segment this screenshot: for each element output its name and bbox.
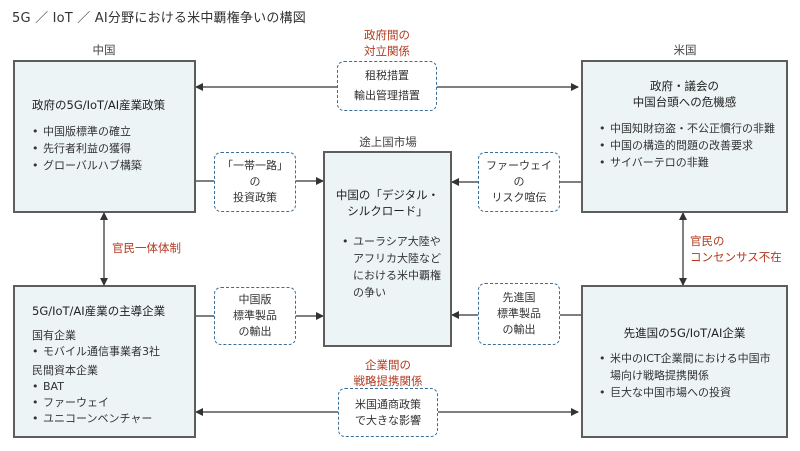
- us-gov-title-line: 中国台頭への危機感: [632, 95, 737, 109]
- bullet: サイバーテロの非難: [599, 154, 779, 171]
- label-us: 米国: [673, 43, 697, 57]
- center-title-line: シルクロード」: [347, 204, 428, 218]
- us-corp-bullets: 米中のICT企業間における中国市場向け戦略提携関係 巨大な中国市場への投資: [599, 350, 779, 401]
- connector-line: で大きな影響: [355, 413, 421, 427]
- connector-advanced-standard-export: 先進国 標準製品 の輸出: [478, 283, 560, 345]
- connector-line: 「一帯一路」: [222, 159, 288, 172]
- center-title-line: 中国の「デジタル・: [335, 188, 440, 202]
- relation-line: 企業間の: [365, 358, 411, 372]
- bullet: BAT: [32, 379, 160, 395]
- bullet: モバイル通信事業者3社: [32, 344, 160, 360]
- bullet: 中国知財窃盗・不公正慣行の非難: [599, 120, 779, 137]
- connector-line: 投資政策: [233, 191, 277, 204]
- bullet: 中国版標準の確立: [32, 123, 142, 140]
- connector-line: リスク喧伝: [491, 191, 547, 204]
- us-gov-title: 政府・議会の 中国台頭への危機感: [583, 78, 786, 110]
- us-gov-bullets: 中国知財窃盗・不公正慣行の非難 中国の構造的問題の改善要求 サイバーテロの非難: [599, 120, 779, 171]
- bullet: ユーラシア大陸やアフリカ大陸などにおける米中覇権の争い: [342, 233, 442, 301]
- box-china-corporations: 5G/IoT/AI産業の主導企業 国有企業 モバイル通信事業者3社 民間資本企業…: [13, 285, 196, 438]
- relation-line: 政府間の: [364, 28, 410, 42]
- label-china: 中国: [92, 43, 116, 57]
- connector-us-trade-policy: 米国通商政策 で大きな影響: [338, 388, 438, 437]
- diagram-title: 5G ／ IoT ／ AI分野における米中覇権争いの構図: [12, 11, 306, 26]
- connector-line: 輸出管理措置: [354, 89, 420, 102]
- bullet: グローバルハブ構築: [32, 157, 142, 174]
- box-us-government: 政府・議会の 中国台頭への危機感 中国知財窃盗・不公正慣行の非難 中国の構造的問…: [581, 60, 788, 213]
- group-label-state: 国有企業: [32, 329, 76, 342]
- box-digital-silk-road: 中国の「デジタル・ シルクロード」 ユーラシア大陸やアフリカ大陸などにおける米中…: [323, 151, 452, 347]
- relation-line: 戦略提携関係: [353, 374, 423, 388]
- relation-us-no-consensus: 官民の コンセンサス不在: [690, 233, 782, 265]
- bullet: 米中のICT企業間における中国市場向け戦略提携関係: [599, 350, 779, 384]
- relation-gov-conflict: 政府間の 対立関係: [357, 27, 417, 59]
- bullet: 巨大な中国市場への投資: [599, 384, 779, 401]
- connector-line: の: [513, 175, 525, 188]
- connector-line: の: [249, 175, 261, 188]
- group-private-bullets: BAT ファーウェイ ユニコーンベンチャー: [32, 379, 160, 427]
- bullet: 先行者利益の獲得: [32, 140, 142, 157]
- us-gov-title-line: 政府・議会の: [650, 79, 719, 93]
- group-state-bullets: モバイル通信事業者3社: [32, 344, 160, 360]
- connector-line: の輸出: [238, 325, 272, 338]
- connector-line: ファーウェイ: [486, 159, 552, 172]
- relation-china-unity: 官民一体体制: [112, 241, 181, 255]
- connector-line: 先進国: [502, 291, 536, 304]
- connector-line: 標準製品: [233, 309, 277, 322]
- box-us-corporations: 先進国の5G/IoT/AI企業 米中のICT企業間における中国市場向け戦略提携関…: [581, 285, 788, 438]
- relation-line: コンセンサス不在: [690, 250, 782, 264]
- group-label-private: 民間資本企業: [32, 364, 98, 377]
- relation-corp-alliance: 企業間の 戦略提携関係: [348, 357, 428, 389]
- box-china-government: 政府の5G/IoT/AI産業政策 中国版標準の確立 先行者利益の獲得 グローバル…: [13, 60, 196, 213]
- connector-line: 租税措置: [365, 69, 409, 82]
- connector-line: 中国版: [238, 293, 272, 306]
- connector-line: 米国通商政策: [355, 397, 421, 411]
- relation-line: 官民の: [690, 234, 725, 248]
- connector-china-standard-export: 中国版 標準製品 の輸出: [214, 287, 296, 345]
- connector-huawei-risk: ファーウェイ の リスク喧伝: [478, 152, 560, 212]
- connector-belt-road: 「一帯一路」 の 投資政策: [214, 152, 296, 212]
- bullet: ファーウェイ: [32, 395, 160, 411]
- china-gov-bullets: 中国版標準の確立 先行者利益の獲得 グローバルハブ構築: [32, 123, 142, 174]
- connector-line: の輸出: [502, 323, 536, 336]
- us-corp-title: 先進国の5G/IoT/AI企業: [623, 326, 746, 340]
- bullet: 中国の構造的問題の改善要求: [599, 137, 779, 154]
- relation-line: 対立関係: [364, 44, 410, 58]
- china-corp-title: 5G/IoT/AI産業の主導企業: [32, 304, 166, 318]
- label-developing-market: 途上国市場: [359, 135, 417, 149]
- center-title: 中国の「デジタル・ シルクロード」: [325, 187, 450, 219]
- connector-tax-export-control: 租税措置 輸出管理措置: [337, 61, 437, 111]
- bullet: ユニコーンベンチャー: [32, 411, 160, 427]
- china-gov-title: 政府の5G/IoT/AI産業政策: [32, 98, 166, 112]
- china-corp-groups: 国有企業 モバイル通信事業者3社 民間資本企業 BAT ファーウェイ ユニコーン…: [32, 328, 160, 427]
- center-bullets: ユーラシア大陸やアフリカ大陸などにおける米中覇権の争い: [342, 233, 442, 301]
- connector-line: 標準製品: [497, 307, 541, 320]
